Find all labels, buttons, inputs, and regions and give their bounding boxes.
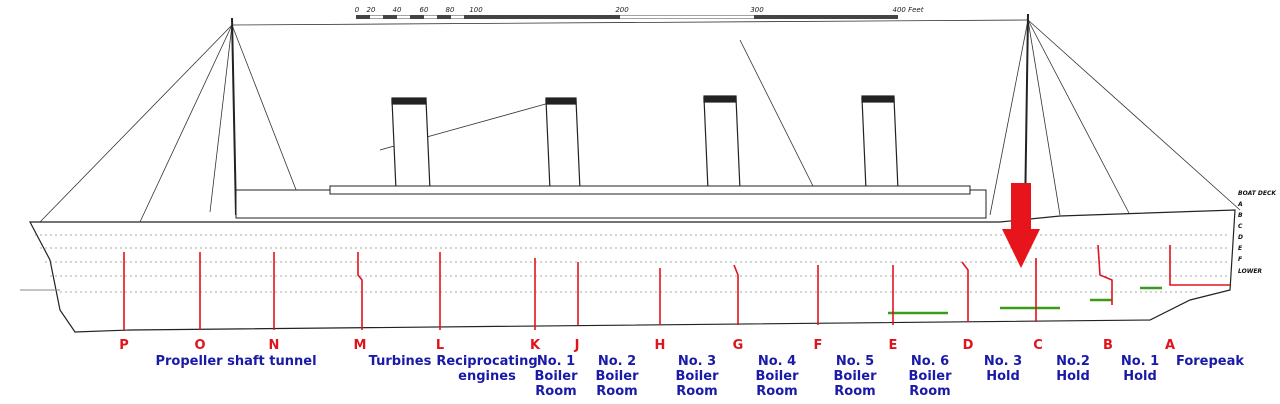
- compartment-label: No. 3 Boiler Room: [675, 354, 719, 399]
- bulkhead-letter: L: [435, 338, 445, 353]
- compartment-label: Forepeak: [1175, 354, 1245, 369]
- bulkhead-letter: C: [1033, 338, 1043, 353]
- bulkhead-letter: B: [1103, 338, 1113, 353]
- scale-tick: 200: [615, 6, 629, 14]
- scale-tick: 100: [469, 6, 483, 14]
- deck-label: F: [1238, 256, 1243, 263]
- impact-arrow-icon: [1002, 183, 1040, 268]
- hull: [29, 209, 1236, 333]
- compartment-label: No.2 Hold: [1056, 354, 1090, 384]
- deck-label: A: [1238, 201, 1243, 208]
- scale-tick: 60: [419, 6, 429, 14]
- bulkhead-letter: H: [654, 338, 666, 353]
- bulkhead-letter: A: [1164, 338, 1176, 353]
- compartment-label: Turbines: [368, 354, 432, 369]
- bulkhead-letter: K: [529, 338, 541, 353]
- superstructure: [235, 185, 987, 219]
- compartment-label: No. 5 Boiler Room: [833, 354, 877, 399]
- compartment-label: No. 6 Boiler Room: [908, 354, 952, 399]
- compartment-label: No. 4 Boiler Room: [755, 354, 799, 399]
- deck-label: BOAT DECK: [1238, 190, 1277, 197]
- bulkhead-letter: P: [119, 338, 129, 353]
- bulkhead-letter: F: [813, 338, 823, 353]
- scale-bar: [356, 15, 898, 19]
- damage-marks: [888, 286, 1162, 315]
- deck-label: D: [1238, 234, 1243, 241]
- bulkhead-letter: M: [353, 338, 367, 353]
- bulkhead-letter: N: [268, 338, 280, 353]
- deck-label: LOWER: [1238, 268, 1263, 275]
- scale-tick: 300: [750, 6, 764, 14]
- compartment-label: No. 1 Hold: [1120, 354, 1160, 384]
- scale-tick: 80: [445, 6, 455, 14]
- deck-label: E: [1238, 245, 1243, 252]
- compartment-label: No. 1 Boiler Room: [534, 354, 578, 399]
- scale-tick: 20: [366, 6, 376, 14]
- bulkhead-letter: E: [888, 338, 898, 353]
- masts: [231, 13, 1029, 216]
- bulkhead-letter: G: [732, 338, 744, 353]
- compartment-label: Reciprocating engines: [436, 354, 538, 384]
- scale-end-label: 400 Feet: [892, 6, 924, 14]
- scale-tick: 40: [392, 6, 402, 14]
- bulkheads: [123, 244, 1230, 330]
- compartment-label: Propeller shaft tunnel: [155, 354, 317, 369]
- scale-tick: 0: [354, 6, 360, 14]
- bulkhead-letter: J: [574, 338, 580, 353]
- compartment-label: No. 2 Boiler Room: [595, 354, 639, 399]
- bulkhead-letter: D: [962, 338, 974, 353]
- deck-label: B: [1238, 212, 1243, 219]
- compartment-label: No. 3 Hold: [983, 354, 1023, 384]
- bulkhead-letter: O: [194, 338, 206, 353]
- deck-label: C: [1238, 223, 1243, 230]
- rigging: [39, 19, 1241, 223]
- funnels: [391, 95, 899, 191]
